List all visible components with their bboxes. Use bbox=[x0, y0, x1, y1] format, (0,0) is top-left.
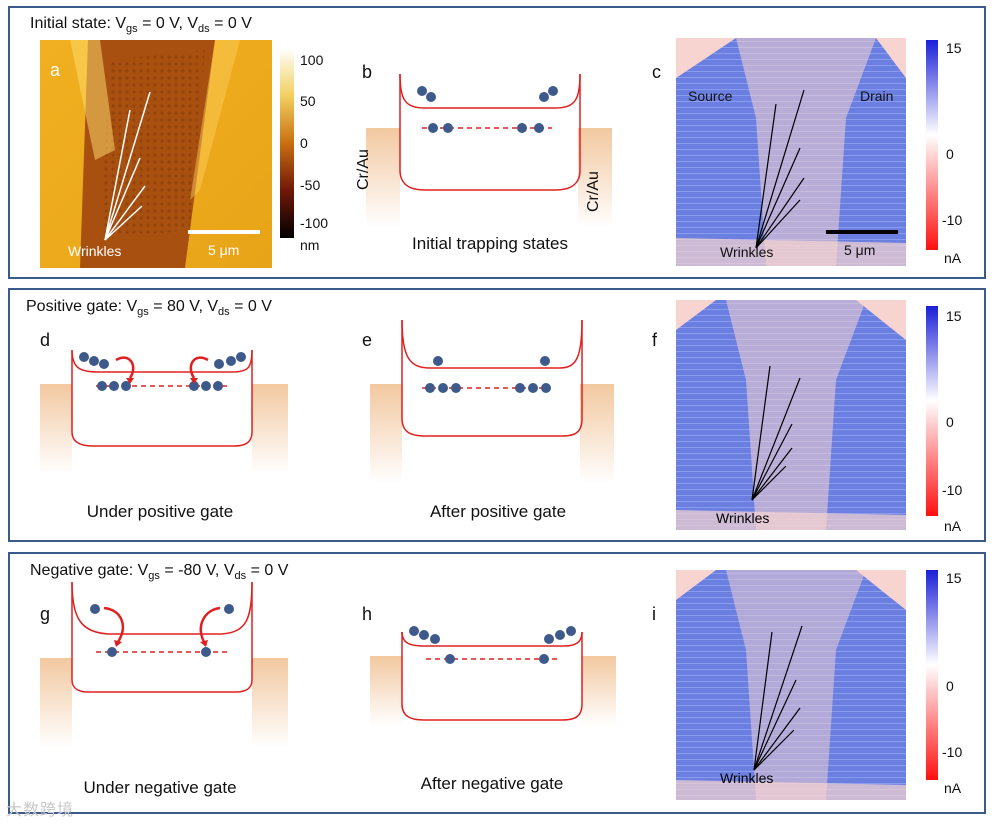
drain-label: Drain bbox=[860, 88, 894, 104]
afm-unit: nm bbox=[300, 237, 320, 253]
c-tick-minus10: -10 bbox=[942, 212, 963, 228]
caption-h: After negative gate bbox=[420, 774, 564, 793]
afm-tick-minus100: -100 bbox=[300, 215, 329, 231]
afm-scale-bar-label: 5 μm bbox=[208, 242, 240, 258]
panel-letter-d: d bbox=[40, 330, 51, 350]
afm-tick-50: 50 bbox=[300, 93, 316, 109]
panel-letter-g: g bbox=[40, 604, 51, 624]
caption-e: After positive gate bbox=[429, 502, 567, 521]
current-map-i bbox=[676, 570, 906, 800]
i-tick-15: 15 bbox=[946, 570, 962, 586]
i-unit: nA bbox=[944, 780, 962, 796]
i-tick-0: 0 bbox=[946, 678, 954, 694]
current-colorbar-f bbox=[926, 306, 938, 516]
band-diagram-b bbox=[366, 73, 612, 228]
f-unit: nA bbox=[944, 518, 962, 534]
current-colorbar-c bbox=[926, 40, 938, 250]
caption-d: Under positive gate bbox=[86, 502, 234, 521]
band-diagram-e bbox=[370, 319, 614, 484]
band-diagram-h bbox=[370, 626, 616, 726]
f-tick-15: 15 bbox=[946, 308, 962, 324]
panel-letter-e: e bbox=[362, 330, 373, 350]
c-unit: nA bbox=[944, 250, 962, 266]
c-tick-15: 15 bbox=[946, 40, 962, 56]
afm-wrinkles-label: Wrinkles bbox=[68, 243, 122, 259]
caption-g: Under negative gate bbox=[83, 778, 237, 797]
afm-topography-image bbox=[40, 40, 272, 268]
panel-letter-a: a bbox=[50, 60, 61, 80]
current-map-c bbox=[676, 38, 906, 266]
current-wrinkles-label-i: Wrinkles bbox=[720, 770, 774, 786]
band-diagram-g bbox=[40, 581, 288, 748]
c-tick-0: 0 bbox=[946, 146, 954, 162]
afm-colorbar bbox=[280, 48, 294, 238]
current-wrinkles-label-f: Wrinkles bbox=[716, 510, 770, 526]
afm-tick-0: 0 bbox=[300, 135, 308, 151]
current-scale-bar-label: 5 μm bbox=[844, 242, 876, 258]
i-tick-minus10: -10 bbox=[942, 744, 963, 760]
f-tick-minus10: -10 bbox=[942, 482, 963, 498]
panel-letter-f: f bbox=[652, 330, 658, 350]
current-map-f bbox=[676, 300, 906, 530]
current-colorbar-i bbox=[926, 570, 938, 780]
row-title-positive: Positive gate: Vgs = 80 V, Vds = 0 V bbox=[26, 298, 272, 319]
caption-b: Initial trapping states bbox=[412, 234, 568, 253]
afm-tick-100: 100 bbox=[300, 52, 324, 68]
source-label: Source bbox=[688, 88, 733, 104]
watermark: 大数跨境 bbox=[6, 802, 75, 819]
panel-letter-c: c bbox=[652, 62, 661, 82]
panel-letter-b: b bbox=[362, 62, 373, 82]
electrode-label-left: Cr/Au bbox=[355, 149, 372, 190]
electrode-label-right: Cr/Au bbox=[585, 171, 602, 212]
band-diagram-d bbox=[40, 349, 288, 474]
row-title-initial: Initial state: Vgs = 0 V, Vds = 0 V bbox=[30, 15, 252, 36]
afm-tick-minus50: -50 bbox=[300, 177, 321, 193]
current-wrinkles-label-c: Wrinkles bbox=[720, 244, 774, 260]
panel-letter-i: i bbox=[652, 604, 656, 624]
row-title-negative: Negative gate: Vgs = -80 V, Vds = 0 V bbox=[30, 562, 289, 583]
f-tick-0: 0 bbox=[946, 414, 954, 430]
panel-letter-h: h bbox=[362, 604, 373, 624]
